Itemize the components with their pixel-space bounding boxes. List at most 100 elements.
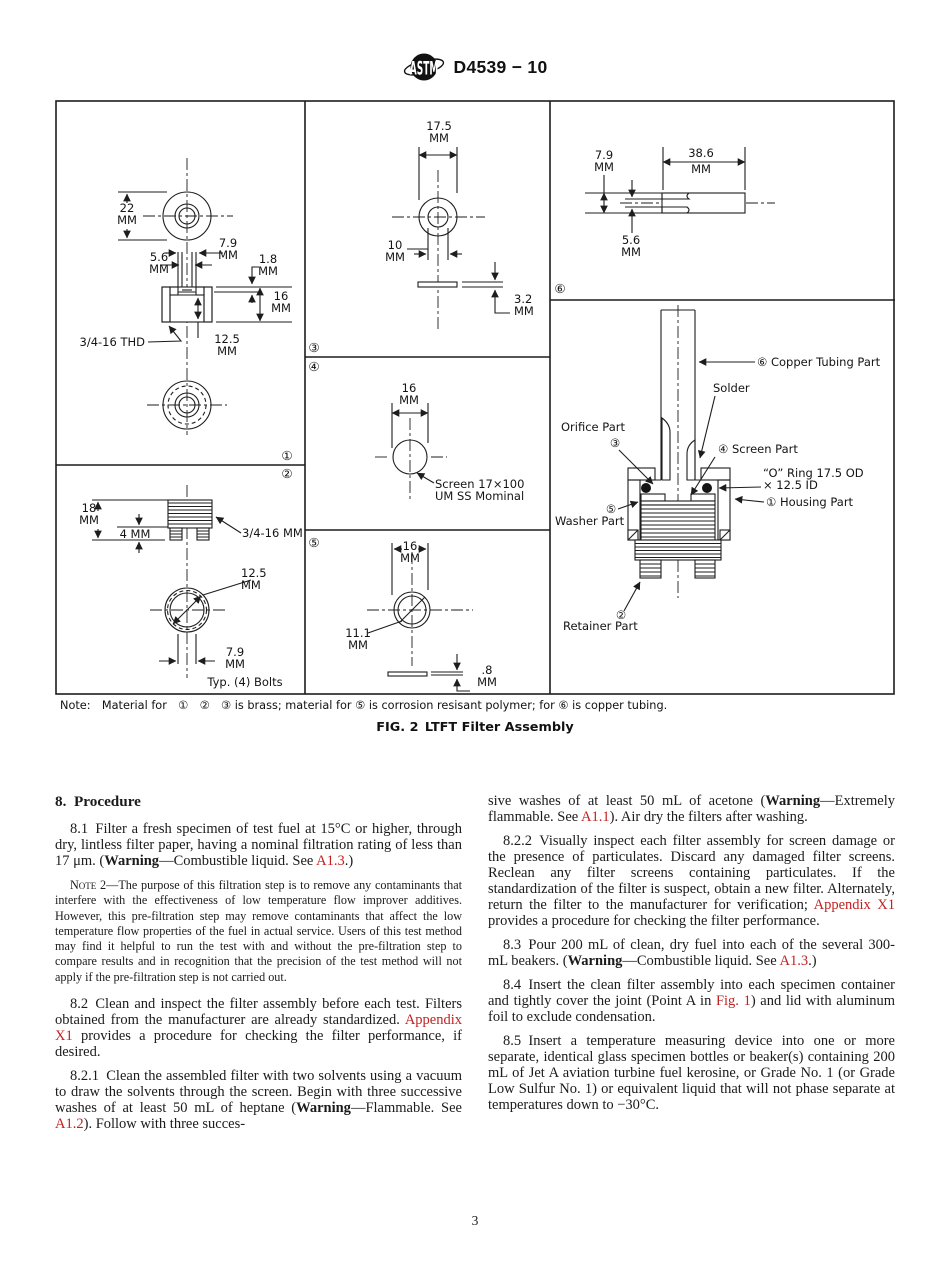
panel-screen-view — [375, 403, 447, 500]
callout-2-assembly: ② — [616, 608, 626, 622]
reference-link[interactable]: A1.2 — [55, 1116, 84, 1133]
text-segment: ). Follow with three succes- — [83, 1116, 246, 1133]
panel-oring-views — [367, 543, 473, 692]
section-title: 8. Procedure — [55, 793, 141, 810]
paragraph: 8.1 Filter a fresh specimen of test fuel… — [55, 821, 462, 869]
label-orifice-part: Orifice Part — [561, 420, 625, 434]
text-segment: 8.2.2 Visually inspect each filter assem… — [488, 833, 895, 913]
paragraph: Note 2—The purpose of this filtration st… — [55, 878, 462, 985]
text-segment: .) — [344, 853, 354, 869]
paragraph: 8.5 Insert a temperature measuring devic… — [488, 1033, 895, 1113]
reference-link[interactable]: Appendix X1 — [813, 897, 895, 913]
text-segment: Warning — [104, 853, 160, 869]
astm-logo: ASTM — [403, 53, 444, 81]
text-segment: The purpose of this filtration step is t… — [55, 878, 463, 984]
label-retainer-part: Retainer Part — [563, 619, 638, 633]
panel-assembly-view — [617, 305, 765, 612]
astm-logo-text: ASTM — [409, 58, 438, 80]
text-segment: Warning — [296, 1100, 351, 1117]
callout-5-assembly: ⑤ — [606, 502, 616, 516]
paragraph: 8.2 Clean and inspect the filter assembl… — [55, 996, 462, 1060]
label-screen-part: ④ Screen Part — [718, 442, 798, 456]
reference-link[interactable]: A1.3 — [316, 853, 345, 869]
figure-frame — [55, 100, 895, 695]
text-segment: .) — [808, 953, 817, 969]
label-thread: 3/4-16 THD — [80, 335, 146, 349]
panel-callout-3: ③ — [308, 340, 319, 355]
reference-link[interactable]: Fig. 1 — [715, 993, 751, 1009]
callout-3-assembly: ③ — [610, 436, 620, 450]
label-solder: Solder — [713, 381, 750, 395]
text-segment: ). Air dry the filters after washing. — [609, 809, 808, 825]
text-segment: provides a procedure for checking the fi… — [488, 913, 820, 929]
label-o-ring: “O” Ring 17.5 OD× 12.5 ID — [763, 466, 864, 492]
paragraph: 8.3 Pour 200 mL of clean, dry fuel into … — [488, 937, 895, 969]
paragraph: 8.2.2 Visually inspect each filter assem… — [488, 833, 895, 929]
label-washer-part: Washer Part — [555, 514, 625, 528]
text-segment: 8.1 Filter a fresh specimen of test fuel… — [55, 821, 462, 869]
text-segment: 8.3 Pour 200 mL of clean, dry fuel into … — [488, 937, 895, 969]
text-segment: 8.5 Insert a temperature measuring devic… — [488, 1033, 895, 1113]
paragraph: 8.2.1 Clean the assembled filter with tw… — [55, 1068, 462, 1132]
figure-caption: FIG. 2 LTFT Filter Assembly — [376, 720, 574, 735]
text-segment: Warning — [567, 953, 623, 969]
dim-4mm: 4 MM — [120, 527, 151, 541]
left-column: 8. Procedure 8.1 Filter a fresh specimen… — [55, 793, 462, 1140]
text-segment: ) and lid with aluminum foil to exclude … — [488, 993, 896, 1025]
panel-callout-2: ② — [281, 466, 292, 481]
panel-washer-views — [392, 147, 510, 330]
left-column-paragraphs: 8.1 Filter a fresh specimen of test fuel… — [55, 821, 462, 1132]
text-segment: —Combustible liquid. See — [159, 853, 317, 869]
text-segment: —Extremely flammable. See — [488, 793, 895, 825]
page-number: 3 — [471, 1213, 479, 1228]
panel-copper-tube-view — [585, 147, 775, 233]
text-segment: 8.4 Insert the clean filter assembly int… — [488, 977, 895, 1009]
label-copper-tubing-part: ⑥ Copper Tubing Part — [757, 355, 881, 369]
text-segment: Note 2— — [70, 878, 119, 892]
label-typ-bolts: Typ. (4) Bolts — [206, 675, 282, 689]
label-3-4-16mm: 3/4-16 MM — [242, 526, 303, 540]
text-segment: 8.2.1 Clean the assembled filter with tw… — [55, 1068, 462, 1117]
panel-housing-views — [118, 158, 292, 435]
text-segment: provides a procedure for checking the fi… — [55, 1028, 462, 1061]
right-column-paragraphs: sive washes of at least 50 mL of acetone… — [488, 793, 895, 1113]
text-segment: —Combustible liquid. See — [622, 953, 780, 969]
text-segment: sive washes of at least 50 mL of acetone… — [488, 793, 766, 809]
reference-link[interactable]: A1.3 — [779, 953, 809, 969]
paragraph: 8.4 Insert the clean filter assembly int… — [488, 977, 895, 1025]
paragraph: sive washes of at least 50 mL of acetone… — [488, 793, 895, 825]
document-header: ASTM D4539 − 10 — [0, 50, 950, 84]
text-segment: Warning — [765, 793, 821, 809]
right-column: sive washes of at least 50 mL of acetone… — [488, 793, 895, 1140]
body-text: 8. Procedure 8.1 Filter a fresh specimen… — [55, 793, 895, 1140]
text-segment: 8.2 Clean and inspect the filter assembl… — [55, 996, 462, 1029]
figure-note: Note: Material for ① ② ③ is brass; mater… — [60, 699, 668, 712]
reference-link[interactable]: A1.1 — [581, 809, 610, 825]
label-housing-part: ① Housing Part — [766, 495, 854, 509]
panel-callout-1: ① — [281, 448, 292, 463]
reference-link[interactable]: Appendix X1 — [55, 1012, 462, 1045]
panel-retainer-views — [92, 485, 252, 678]
